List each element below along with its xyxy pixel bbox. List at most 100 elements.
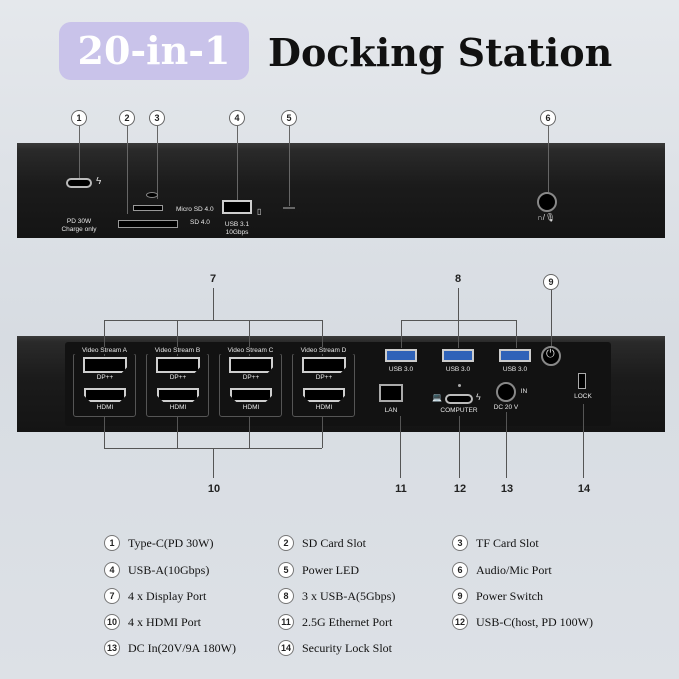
10gbps-label: 10Gbps — [225, 229, 249, 236]
leader-6 — [548, 126, 549, 192]
legend-text: 3 x USB-A(5Gbps) — [302, 588, 396, 603]
tf-notch — [146, 192, 158, 198]
usbc-computer-port — [445, 394, 473, 404]
front-body — [17, 150, 665, 238]
legend-text: TF Card Slot — [476, 535, 539, 550]
power-icon: ⏻ — [546, 348, 555, 360]
legend-number: 10 — [104, 614, 120, 630]
legend-item: 6 Audio/Mic Port — [452, 562, 552, 578]
audio-jack — [537, 192, 557, 212]
callout-5: 5 — [281, 110, 297, 126]
leader-1 — [79, 126, 80, 178]
dp-label-a: DP++ — [96, 374, 114, 381]
dc-label: DC 20 V — [493, 404, 519, 411]
hdmi-label-c: HDMI — [242, 404, 260, 411]
legend-item: 3 TF Card Slot — [452, 535, 539, 551]
hdmi-label-d: HDMI — [315, 404, 333, 411]
stream-c-label: Video Stream C — [219, 347, 282, 355]
callout-14: 14 — [577, 483, 591, 495]
callout-6: 6 — [540, 110, 556, 126]
power-led — [283, 207, 295, 209]
hdmi-port-b — [157, 388, 199, 402]
usb3-port-1 — [385, 349, 417, 362]
legend-text: Power LED — [302, 562, 359, 577]
legend-number: 1 — [104, 535, 120, 551]
title-badge-text: 20-in-1 — [77, 28, 231, 73]
legend-number: 6 — [452, 562, 468, 578]
legend-number: 8 — [278, 588, 294, 604]
legend-number: 5 — [278, 562, 294, 578]
stream-a-label: Video Stream A — [73, 347, 136, 355]
legend-text: 4 x HDMI Port — [128, 614, 202, 629]
bracket-8-c — [516, 320, 517, 348]
dp-label-d: DP++ — [315, 374, 333, 381]
stream-d-label: Video Stream D — [292, 347, 355, 355]
usbc-pd-port — [66, 178, 92, 188]
legend-text: 4 x Display Port — [128, 588, 207, 603]
legend-item: 11 2.5G Ethernet Port — [278, 614, 392, 630]
legend-text: 2.5G Ethernet Port — [302, 614, 393, 629]
leader-14 — [583, 404, 584, 478]
legend-text: DC In(20V/9A 180W) — [128, 640, 236, 655]
hdmi-port-d — [303, 388, 345, 402]
legend-text: USB-A(10Gbps) — [128, 562, 210, 577]
leader-12 — [459, 416, 460, 478]
bracket-7-b — [177, 320, 178, 356]
dp-port-b — [156, 357, 200, 373]
dp-port-c — [229, 357, 273, 373]
legend-number: 3 — [452, 535, 468, 551]
leader-13 — [506, 412, 507, 478]
legend-item: 10 4 x HDMI Port — [104, 614, 201, 630]
legend-number: 11 — [278, 614, 294, 630]
bracket-10-a — [104, 416, 105, 448]
usb3-label-3: USB 3.0 — [502, 366, 528, 373]
rear-top-lip — [17, 336, 665, 346]
leader-8 — [458, 288, 459, 320]
lock-label: LOCK — [574, 393, 592, 400]
legend-item: 4 USB-A(10Gbps) — [104, 562, 209, 578]
lightning-icon: ϟ — [96, 176, 102, 187]
bracket-7 — [104, 320, 322, 321]
power-switch — [541, 346, 561, 366]
stream-b-label: Video Stream B — [146, 347, 209, 355]
in-label: IN — [520, 388, 528, 395]
legend-number: 7 — [104, 588, 120, 604]
bracket-10-d — [322, 416, 323, 448]
usb-a-10gbps-port — [222, 200, 252, 214]
charge-bolt-icon: ϟ — [476, 392, 481, 402]
callout-9: 9 — [543, 274, 559, 290]
usb3-label-2: USB 3.0 — [445, 366, 471, 373]
bracket-7-a — [104, 320, 105, 356]
lan-label: LAN — [384, 407, 398, 414]
laptop-icon: 💻 — [432, 393, 442, 402]
bracket-7-c — [249, 320, 250, 356]
bracket-7-d — [322, 320, 323, 356]
dp-label-c: DP++ — [242, 374, 260, 381]
sd-label: SD 4.0 — [190, 219, 210, 226]
legend-text: Power Switch — [476, 588, 543, 603]
callout-4: 4 — [229, 110, 245, 126]
bracket-8-b — [458, 320, 459, 348]
usb3-port-3 — [499, 349, 531, 362]
callout-10: 10 — [207, 483, 221, 495]
hdmi-port-c — [230, 388, 272, 402]
hdmi-label-b: HDMI — [169, 404, 187, 411]
legend-number: 4 — [104, 562, 120, 578]
legend-number: 9 — [452, 588, 468, 604]
leader-4 — [237, 126, 238, 200]
page-title: Docking Station — [268, 30, 613, 75]
legend-number: 12 — [452, 614, 468, 630]
leader-2 — [127, 126, 128, 214]
sd-card-slot — [118, 220, 178, 228]
dc-in-port — [496, 382, 516, 402]
dp-label-b: DP++ — [169, 374, 187, 381]
dp-port-a — [83, 357, 127, 373]
leader-5 — [289, 126, 290, 206]
title-badge: 20-in-1 — [59, 22, 249, 80]
callout-12: 12 — [453, 483, 467, 495]
callout-1: 1 — [71, 110, 87, 126]
legend-text: Audio/Mic Port — [476, 562, 552, 577]
legend-text: Type-C(PD 30W) — [128, 535, 214, 550]
